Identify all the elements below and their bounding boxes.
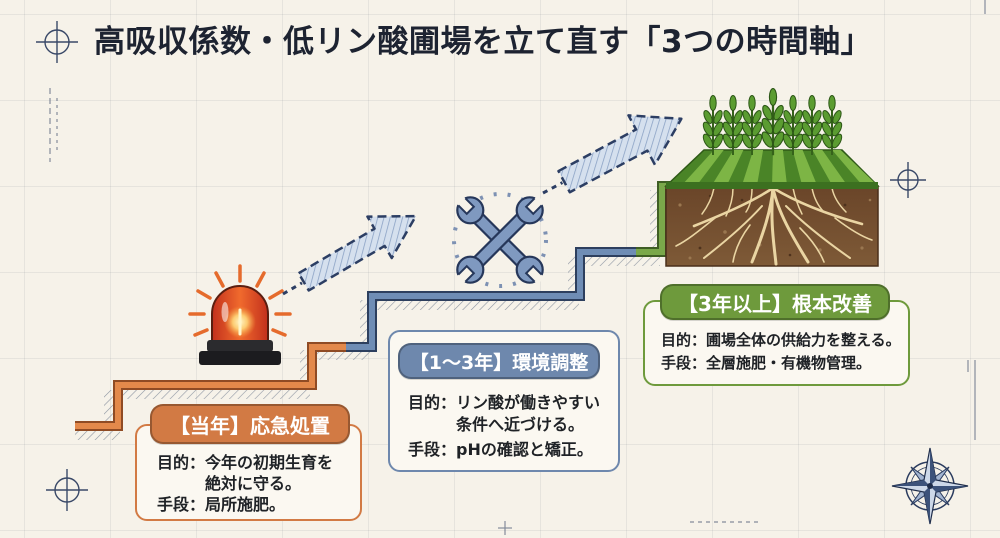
wheat-plant bbox=[819, 94, 845, 156]
stair-line-mid-term bbox=[346, 247, 641, 352]
stair-shadow bbox=[75, 190, 660, 440]
purpose-label: 目的： bbox=[157, 453, 206, 472]
purpose-label: 目的： bbox=[661, 331, 707, 349]
siren-rays bbox=[188, 264, 292, 337]
phase-header-short-term: 【当年】応急処置 bbox=[150, 404, 350, 444]
means-line: 手段：pHの確認と矯正。 bbox=[408, 439, 600, 461]
means-text: 局所施肥。 bbox=[205, 495, 286, 514]
means-line: 手段：全層施肥・有機物管理。 bbox=[661, 352, 901, 375]
wheat-plant bbox=[780, 94, 806, 156]
siren-base bbox=[207, 340, 273, 352]
purpose-label: 目的： bbox=[408, 393, 457, 412]
crosshair-icon bbox=[46, 469, 88, 511]
purpose-line: 目的：今年の初期生育を bbox=[157, 452, 333, 473]
hatch-shadow bbox=[75, 430, 120, 440]
compass-rose-icon bbox=[891, 447, 969, 525]
guide-marks bbox=[49, 0, 986, 535]
hatch-shadow bbox=[582, 256, 660, 266]
phase-body-short-term: 目的：今年の初期生育を 絶対に守る。 手段：局所施肥。 bbox=[157, 452, 333, 515]
means-text: 全層施肥・有機物管理。 bbox=[706, 354, 872, 372]
hatch-shadow bbox=[568, 256, 578, 296]
hatch-shadow bbox=[122, 389, 310, 399]
crop-field-icon bbox=[664, 87, 880, 267]
grass-edge bbox=[666, 182, 878, 189]
crossed-wrenches-icon bbox=[452, 192, 548, 288]
means-text: pHの確認と矯正。 bbox=[456, 440, 593, 459]
means-label: 手段： bbox=[408, 440, 457, 459]
wheat-plant bbox=[700, 94, 726, 156]
wheat-plant bbox=[758, 87, 788, 157]
crop-row-stripes bbox=[681, 150, 876, 186]
purpose-line: 目的：リン酸が働きやすい bbox=[408, 392, 600, 414]
phase-header-long-term: 【3年以上】根本改善 bbox=[660, 284, 890, 320]
purpose-text: 今年の初期生育を bbox=[205, 453, 334, 472]
gear-ring bbox=[452, 192, 548, 288]
wheat-plant bbox=[799, 94, 825, 156]
purpose-text-continued: 絶対に守る。 bbox=[205, 474, 302, 493]
means-line: 手段：局所施肥。 bbox=[157, 494, 333, 515]
means-label: 手段： bbox=[157, 495, 206, 514]
means-label: 手段： bbox=[661, 354, 707, 372]
purpose-text: リン酸が働きやすい bbox=[456, 393, 601, 412]
dashed-arrow-icon bbox=[282, 214, 418, 296]
stair-line-short-term bbox=[75, 342, 350, 431]
hatch-shadow bbox=[300, 350, 310, 384]
purpose-text: 圃場全体の供給力を整える。 bbox=[706, 331, 901, 349]
hatch-shadow bbox=[374, 300, 579, 310]
phase-body-mid-term: 目的：リン酸が働きやすい 条件へ近づける。 手段：pHの確認と矯正。 bbox=[408, 392, 600, 461]
page-title: 高吸収係数・低リン酸圃場を立て直す「3つの時間軸」 bbox=[94, 24, 873, 60]
crosshair-icon bbox=[36, 21, 78, 63]
wheat-plant bbox=[739, 94, 765, 156]
dashed-arrow-icon bbox=[542, 114, 683, 195]
wrench bbox=[455, 195, 545, 285]
crosshair-icon bbox=[890, 162, 926, 198]
root bbox=[675, 186, 873, 266]
hatch-shadow bbox=[360, 300, 370, 346]
phase-header-mid-term: 【1～3年】環境調整 bbox=[398, 343, 600, 379]
siren-base bbox=[199, 351, 281, 365]
hatch-shadow bbox=[650, 190, 660, 252]
phase-body-long-term: 目的：圃場全体の供給力を整える。 手段：全層施肥・有機物管理。 bbox=[661, 329, 901, 375]
purpose-line: 目的：圃場全体の供給力を整える。 bbox=[661, 329, 901, 352]
purpose-text-continued: 条件へ近づける。 bbox=[456, 415, 585, 434]
hatch-shadow bbox=[315, 351, 370, 360]
wheat-plant bbox=[720, 94, 746, 156]
siren-icon bbox=[188, 264, 292, 365]
